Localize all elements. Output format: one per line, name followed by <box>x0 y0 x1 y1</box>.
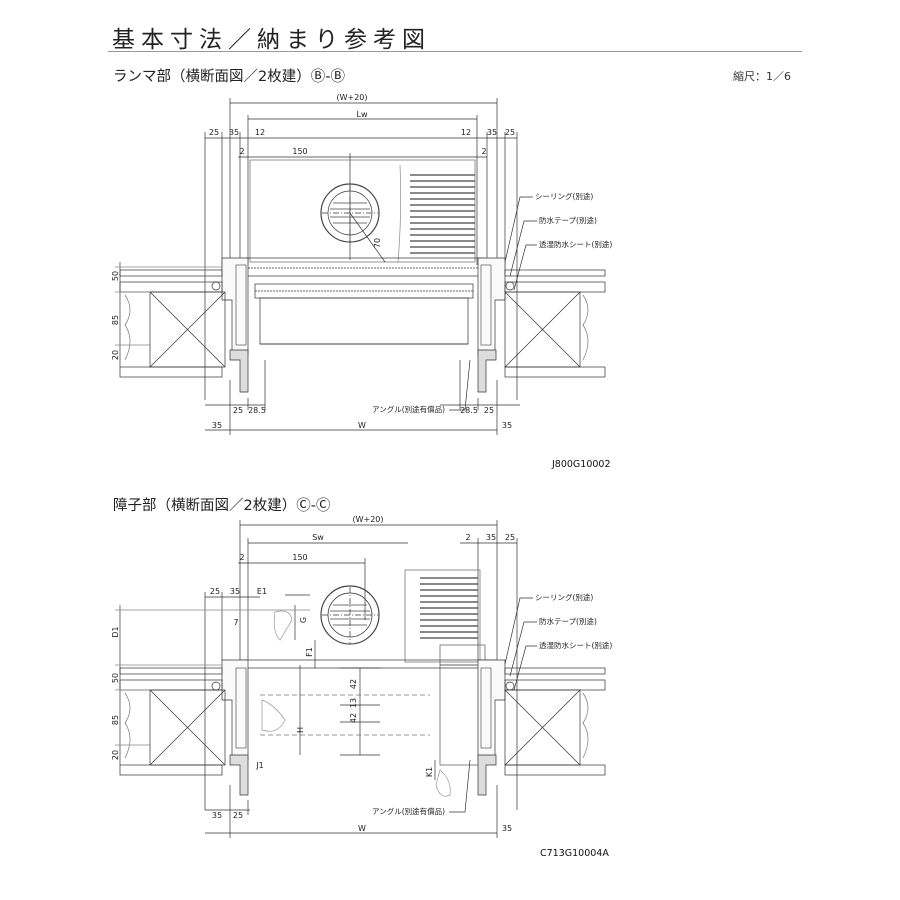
s2-dim-85: 85 <box>111 715 120 725</box>
s2-dim-50: 50 <box>111 673 120 683</box>
s1-dim-b25r: 25 <box>484 406 494 415</box>
scale-note: 縮尺：1／6 <box>733 70 791 83</box>
s1-dim-50: 50 <box>111 271 120 281</box>
s1-dim-12r: 12 <box>461 128 471 137</box>
s2-dim-f1: F1 <box>305 647 314 657</box>
s1-dim-35l: 35 <box>229 128 239 137</box>
s2-dim-bw: W <box>358 824 366 833</box>
s2-dim-d1: D1 <box>111 626 120 637</box>
s2-dim-g: G <box>299 617 308 623</box>
drawing-code-1: J800G10002 <box>552 459 611 470</box>
section2-drawing <box>115 520 606 838</box>
s1-dim-b285r: 28.5 <box>460 406 478 415</box>
s2-dim-25l: 25 <box>210 587 220 596</box>
s2-dim-20: 20 <box>111 750 120 760</box>
s2-dim-25r: 25 <box>505 533 515 542</box>
s1-callout-sealing: シーリング(別途) <box>535 191 593 201</box>
s2-dim-w20: (W+20) <box>352 515 383 524</box>
s1-dim-lw: Lw <box>357 110 368 119</box>
title-rule <box>108 51 802 52</box>
s2-dim-150: 150 <box>292 553 307 562</box>
s1-dim-b285l: 28.5 <box>248 406 266 415</box>
s1-callout-angle: アングル(別途有償品) <box>372 404 445 414</box>
s2-dim-k1: K1 <box>425 767 434 777</box>
section1-title: ランマ部（横断面図／2枚建）Ⓑ-Ⓑ <box>113 69 345 85</box>
s2-dim-b35l: 35 <box>212 811 222 820</box>
s1-dim-b35r: 35 <box>502 421 512 430</box>
section1-drawing <box>115 98 606 435</box>
s2-dim-e1: E1 <box>257 587 267 596</box>
s1-dim-25l: 25 <box>209 128 219 137</box>
s2-dim-35r: 35 <box>486 533 496 542</box>
s2-dim-7: 7 <box>233 618 238 627</box>
s1-dim-2r: 2 <box>481 147 486 156</box>
s1-dim-bw: W <box>358 421 366 430</box>
s2-dim-b25: 25 <box>233 811 243 820</box>
drawing-code-2: C713G10004A <box>540 848 609 859</box>
s1-dim-25r: 25 <box>505 128 515 137</box>
s2-callout-angle: アングル(別途有償品) <box>372 806 445 816</box>
s1-dim-2l: 2 <box>239 147 244 156</box>
s1-dim-35r: 35 <box>487 128 497 137</box>
s2-dim-b35r: 35 <box>502 824 512 833</box>
s2-callout-sheet: 透湿防水シート(別途) <box>539 640 612 650</box>
s2-dim-sw: Sw <box>312 533 324 542</box>
s2-callout-sealing: シーリング(別途) <box>535 592 593 602</box>
s1-dim-70: 70 <box>373 238 382 248</box>
s2-dim-13: 13 <box>349 698 358 708</box>
s2-dim-35l: 35 <box>230 587 240 596</box>
s1-dim-12l: 12 <box>255 128 265 137</box>
s2-callout-tape: 防水テープ(別途) <box>539 616 597 626</box>
page-title: 基本寸法／納まり参考図 <box>112 27 431 53</box>
s1-callout-tape: 防水テープ(別途) <box>539 215 597 225</box>
s1-dim-85: 85 <box>111 315 120 325</box>
s1-dim-150: 150 <box>292 147 307 156</box>
s1-callout-sheet: 透湿防水シート(別途) <box>539 239 612 249</box>
s1-dim-20: 20 <box>111 350 120 360</box>
s1-dim-b25: 25 <box>233 406 243 415</box>
s2-dim-42b: 42 <box>349 713 358 723</box>
section2-title: 障子部（横断面図／2枚建）Ⓒ-Ⓒ <box>113 498 331 514</box>
s2-dim-j1: J1 <box>255 761 263 770</box>
s2-dim-2r: 2 <box>465 533 470 542</box>
s2-dim-42a: 42 <box>349 679 358 689</box>
s1-dim-b35l: 35 <box>212 421 222 430</box>
s1-dim-w20: (W+20) <box>336 93 367 102</box>
s2-dim-h: H <box>296 727 305 733</box>
s2-dim-2: 2 <box>239 553 244 562</box>
